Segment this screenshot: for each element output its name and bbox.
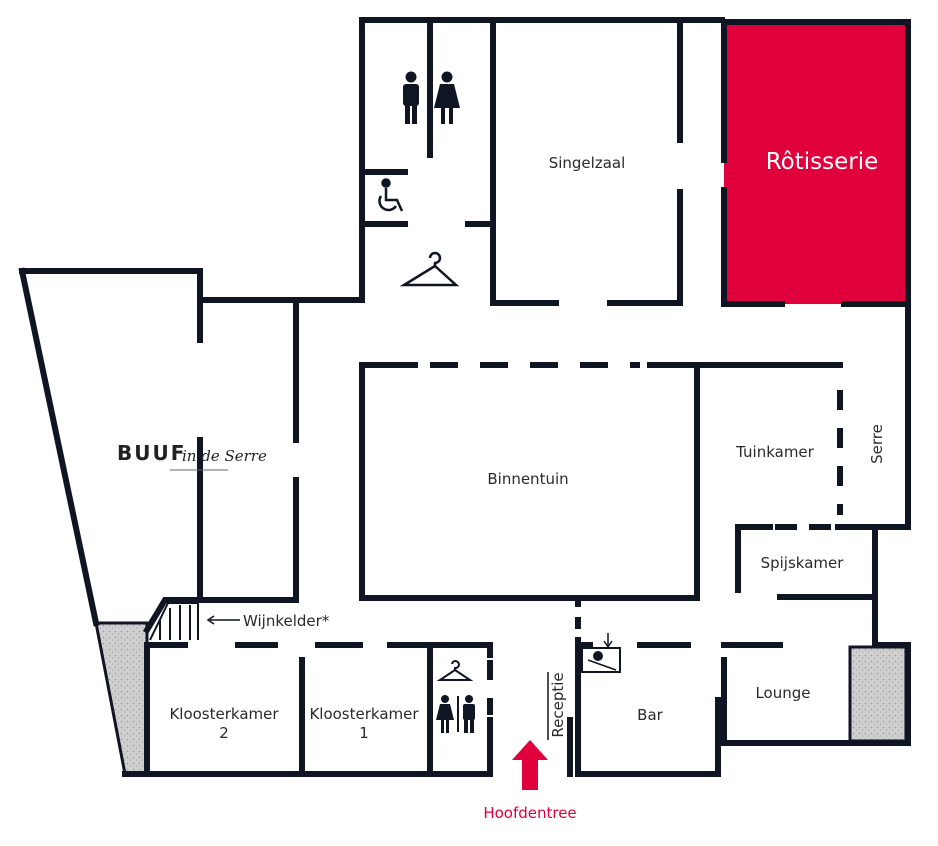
toilet-man-icon-small xyxy=(463,695,475,733)
stairs-icon xyxy=(149,602,199,641)
lounge-label: Lounge xyxy=(755,684,810,702)
wheelchair-icon xyxy=(378,178,404,212)
wijnkelder-label: Wijnkelder* xyxy=(243,612,330,630)
arrow-left-icon xyxy=(206,615,240,625)
toilet-woman-icon-small xyxy=(436,695,454,733)
binnentuin-label: Binnentuin xyxy=(487,470,568,488)
entrance-label[interactable]: Hoofdentree xyxy=(483,804,576,822)
arrow-up-icon[interactable] xyxy=(512,740,548,790)
rotisserie-room[interactable] xyxy=(724,22,908,304)
spijskamer-label: Spijskamer xyxy=(761,554,845,572)
kloosterkamer-1-number: 1 xyxy=(359,724,369,742)
bar-label: Bar xyxy=(637,706,663,724)
buuf-logo-script: in de Serre xyxy=(182,447,267,465)
serre-label: Serre xyxy=(868,424,886,464)
rotisserie-label: Rôtisserie xyxy=(766,149,879,175)
kloosterkamer-2-number: 2 xyxy=(219,724,229,742)
toilet-divider xyxy=(457,696,459,732)
kloosterkamer-1-label: Kloosterkamer xyxy=(309,705,419,723)
dashed-walls xyxy=(430,362,843,740)
coat-hanger-icon xyxy=(399,251,460,287)
buuf-logo-name: BUUF xyxy=(117,441,186,465)
coat-hanger-icon-small xyxy=(436,660,474,681)
stair-area-right xyxy=(848,645,908,743)
tuinkamer-label: Tuinkamer xyxy=(735,443,815,461)
receptie-label: Receptie xyxy=(549,672,567,737)
buuf-logo: BUUF in de Serre xyxy=(117,441,267,471)
toilet-woman-icon xyxy=(434,71,460,124)
toilet-man-icon xyxy=(403,71,419,124)
singelzaal-label: Singelzaal xyxy=(549,154,626,172)
kloosterkamer-2-label: Kloosterkamer xyxy=(169,705,279,723)
bar-stairs-icon xyxy=(581,633,621,673)
stair-area-left xyxy=(94,621,149,776)
